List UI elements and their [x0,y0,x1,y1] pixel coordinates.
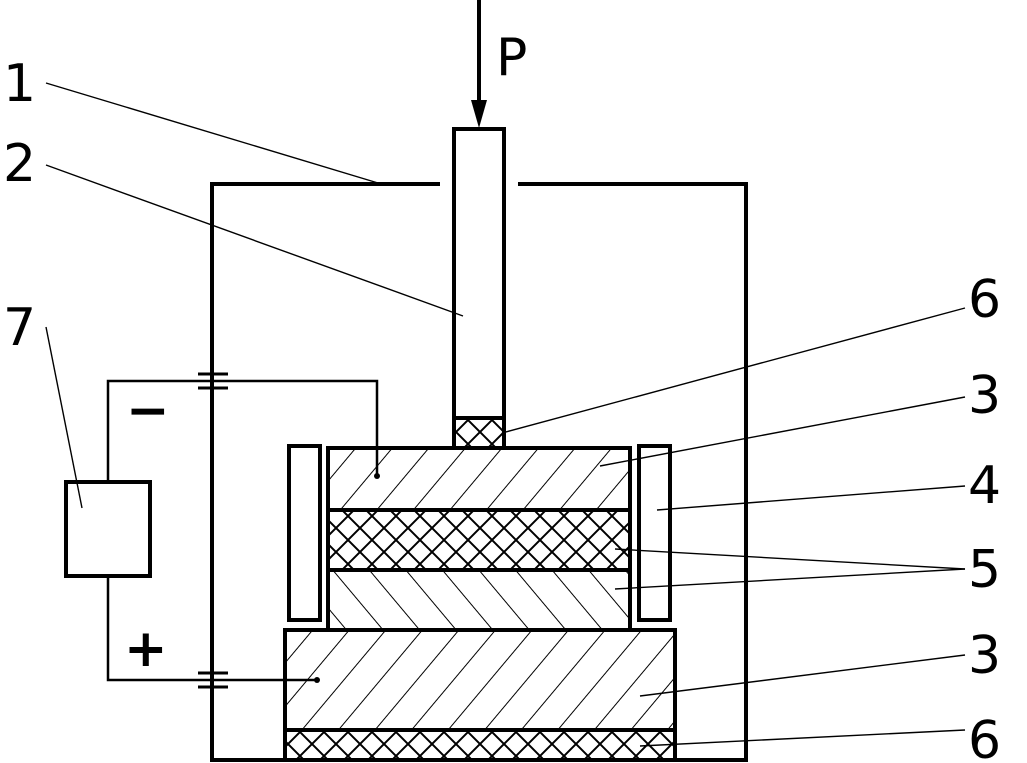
power-source [64,480,152,578]
label-pad-lower: 6 [968,711,1001,763]
lower-electrode [283,628,677,732]
upper-electrode [326,446,632,512]
lower-pad [283,728,677,762]
sample-layer-hatched [326,568,632,632]
label-power-source: 7 [3,298,36,358]
label-pad-upper: 6 [968,270,1001,330]
label-chamber: 1 [3,54,36,114]
leader-lines [45,82,966,747]
positive-sign: + [124,619,168,679]
insulator-left [287,444,322,622]
label-electrode-upper: 3 [968,366,1001,426]
force-label: P [496,28,527,88]
label-sample: 5 [968,540,1001,600]
label-insulator: 4 [968,456,1001,516]
insulator-right [637,444,672,622]
punch-pad [452,416,506,450]
force-arrow [471,0,487,128]
circuit-wires [106,372,380,689]
punch [452,127,506,420]
label-electrode-lower: 3 [968,626,1001,686]
sample-layer-crosshatch [326,508,632,572]
label-punch: 2 [3,134,36,194]
negative-sign: − [126,381,170,441]
